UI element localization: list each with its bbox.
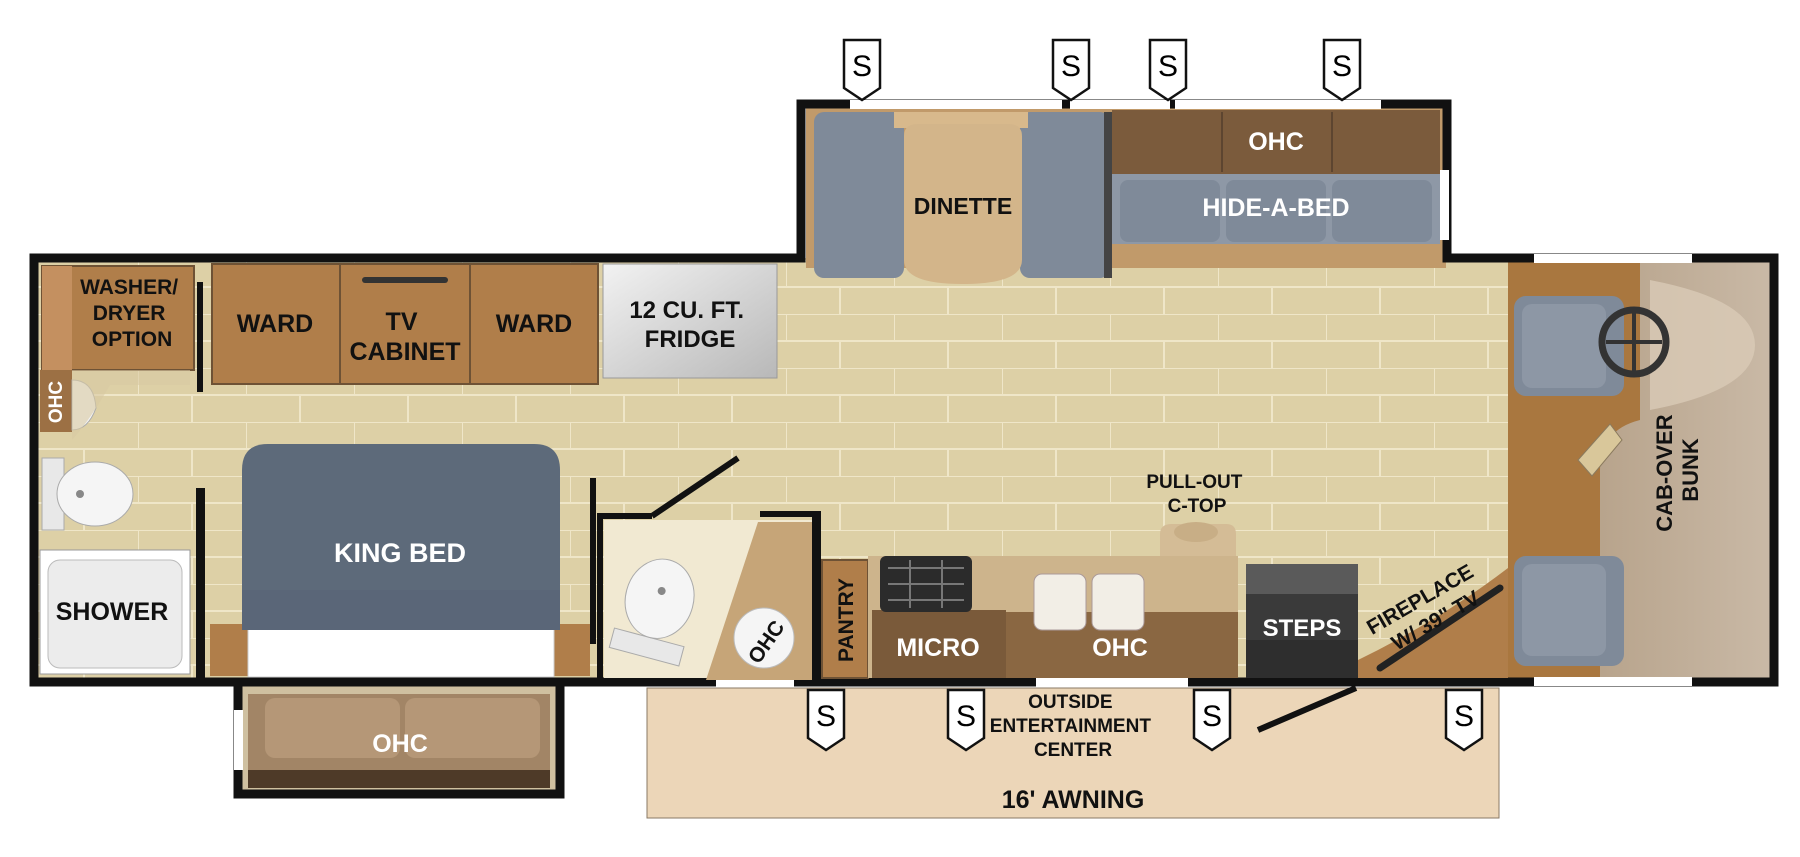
slideout-wall-divider — [1104, 112, 1112, 278]
speaker-marker-label: S — [1332, 50, 1352, 83]
micro-label: MICRO — [896, 634, 979, 662]
washer-dryer-label: WASHER/ DRYER OPTION — [80, 276, 184, 351]
cab-seat-passenger — [1514, 556, 1624, 666]
washer-dryer-side — [42, 266, 72, 370]
speaker-marker: S — [1322, 38, 1362, 102]
hide-a-bed-cushion-1 — [1120, 180, 1220, 242]
speaker-marker-label: S — [956, 700, 976, 733]
shower-wall — [196, 488, 205, 678]
pantry-label: PANTRY — [835, 578, 858, 662]
speaker-marker: S — [1192, 688, 1232, 752]
speaker-marker-label: S — [852, 50, 872, 83]
speaker-marker: S — [946, 688, 986, 752]
micro-cabinet — [872, 610, 1006, 678]
shower-label: SHOWER — [56, 598, 169, 626]
king-bed-label: KING BED — [334, 538, 466, 568]
bedroom-ohc-inner-right — [405, 698, 540, 758]
tv-screen — [362, 277, 448, 283]
exterior-wall — [29, 99, 1779, 687]
fireplace-cabinet — [1358, 568, 1508, 678]
entry-door — [1256, 685, 1358, 733]
speaker-marker-label: S — [816, 700, 836, 733]
wall-divider — [197, 282, 203, 392]
fridge — [602, 263, 778, 379]
pull-out-label: PULL-OUT C-TOP — [1146, 472, 1247, 517]
cab-over-dome — [1650, 280, 1755, 410]
windows — [234, 100, 1692, 770]
speaker-marker: S — [806, 688, 846, 752]
kitchen-sink — [1033, 573, 1145, 631]
ohc-top-cabinet — [1112, 110, 1440, 174]
steering-spokes — [1606, 310, 1662, 374]
awning — [646, 687, 1500, 819]
dinette-label: DINETTE — [914, 193, 1012, 219]
speaker-marker-label: S — [1061, 50, 1081, 83]
speaker-marker: S — [1051, 38, 1091, 102]
ohc-top-dividers — [1221, 112, 1333, 172]
speaker-marker: S — [1148, 38, 1188, 102]
bedroom-ohc-base — [248, 770, 550, 788]
speaker-marker-label: S — [1158, 50, 1178, 83]
dinette-booth-left — [814, 112, 904, 278]
ohc-top-label: OHC — [1248, 128, 1304, 156]
stove-grate — [888, 560, 964, 608]
cab-console — [1577, 423, 1623, 477]
ohc-bath-left-label: OHC — [46, 381, 67, 424]
cab-seat-driver — [1514, 296, 1624, 396]
speaker-marker: S — [1444, 688, 1484, 752]
bath-floor — [72, 370, 190, 440]
dinette-table — [904, 124, 1022, 284]
steps-label: STEPS — [1263, 615, 1342, 642]
toilet-right — [608, 558, 695, 667]
ward-right-label: WARD — [496, 310, 572, 338]
bath2-sink — [733, 607, 795, 669]
hide-a-bed-label: HIDE-A-BED — [1202, 194, 1349, 222]
fireplace-tv — [1376, 584, 1504, 672]
king-bed — [210, 444, 590, 678]
ward-left-label: WARD — [237, 310, 313, 338]
bedroom-ohc-inner-left — [265, 698, 400, 758]
toilet-left — [41, 457, 134, 531]
pullout-leaf — [1174, 522, 1218, 542]
speaker-marker: S — [842, 38, 882, 102]
pantry-cabinet — [821, 559, 869, 679]
speaker-marker-label: S — [1454, 700, 1474, 733]
dinette-booth-right — [1020, 112, 1110, 278]
tv-cabinet-label: TV CABINET — [349, 308, 460, 366]
hide-a-bed-cushion-2 — [1226, 180, 1326, 242]
bedroom-wall-right — [590, 478, 596, 644]
kitchen-wall — [812, 512, 820, 682]
ward-right-cabinet — [469, 263, 599, 385]
tv-cabinet — [339, 263, 471, 385]
ohc-bath-left-cabinet — [40, 370, 72, 432]
awning-label: 16' AWNING — [1002, 786, 1145, 814]
shower-pan — [47, 559, 183, 669]
fridge-label: 12 CU. FT. FRIDGE — [629, 297, 750, 353]
speaker-markers: S S S S S S S S — [806, 38, 1484, 752]
ohc-bottom-left-label: OHC — [372, 730, 428, 758]
cab-over-label: CAB-OVER BUNK — [1652, 408, 1703, 531]
outside-entertainment-label: OUTSIDE ENTERTAINMENT CENTER — [990, 692, 1156, 761]
hide-a-bed-cushion-3 — [1332, 180, 1432, 242]
speaker-marker-label: S — [1202, 700, 1222, 733]
entry-steps — [1246, 564, 1358, 678]
ohc-kitchen-label: OHC — [1092, 634, 1148, 662]
